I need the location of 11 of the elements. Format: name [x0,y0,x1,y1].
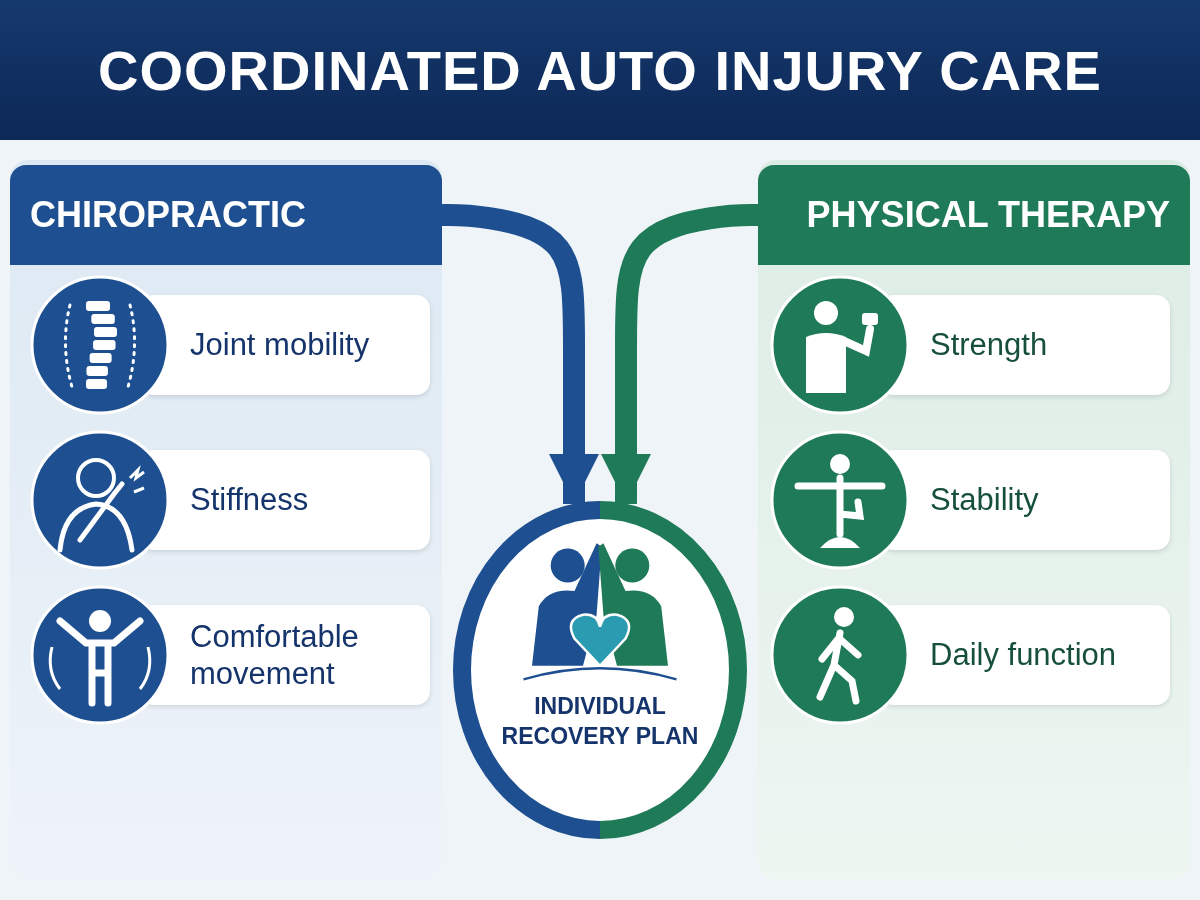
panel-heading: CHIROPRACTIC [10,165,442,265]
item-label: Joint mobility [190,326,371,364]
title-banner: COORDINATED AUTO INJURY CARE [0,0,1200,140]
item-label: Strength [930,326,1049,364]
item-label: Stability [930,481,1040,519]
item-label: Daily function [930,636,1118,674]
item-label: Stiffness [190,481,310,519]
panel-heading: PHYSICAL THERAPY [758,165,1190,265]
item-label: Comfortable movement [190,617,360,693]
plan-label: INDIVIDUAL RECOVERY PLAN [500,692,700,751]
panel [758,160,1190,880]
